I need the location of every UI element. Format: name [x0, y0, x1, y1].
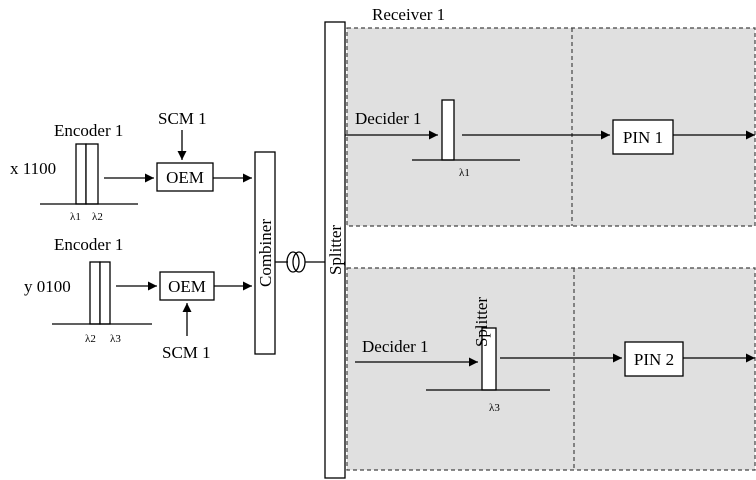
scm-bottom-label: SCM 1 — [162, 343, 211, 362]
decoder-2-splitter-label: Splitter — [472, 297, 491, 347]
encoder-2-lambda-a: λ2 — [85, 333, 96, 345]
encoder-1-grating-b — [85, 143, 99, 205]
receiver-1-panel — [346, 27, 756, 227]
decider-1-top-label: Decider 1 — [355, 109, 422, 128]
scm-top-label: SCM 1 — [158, 109, 207, 128]
combiner-box — [254, 151, 276, 355]
main-splitter-box — [324, 21, 346, 479]
input-x-label: x 1100 — [10, 159, 56, 178]
fiber-coil-1 — [286, 251, 300, 273]
input-y-label: y 0100 — [24, 277, 71, 296]
encoder-2-grating-a — [89, 261, 101, 325]
main-splitter-label: Splitter — [326, 225, 345, 275]
pin-2-label: PIN 2 — [634, 350, 674, 369]
encoder-2-grating-b — [99, 261, 111, 325]
oem-top-label: OEM — [166, 168, 204, 187]
pin-2-box — [624, 341, 684, 377]
encoder-1-lambda-a: λ1 — [70, 211, 81, 223]
oem-bottom-label: OEM — [168, 277, 206, 296]
encoder-1-label: Encoder 1 — [54, 121, 123, 140]
encoder-1-grating-a — [75, 143, 87, 205]
oem-bottom-box — [159, 271, 215, 301]
oem-top-box — [156, 162, 214, 192]
encoder-1-lambda-b: λ2 — [92, 211, 103, 223]
pin-1-box — [612, 119, 674, 155]
pin-1-label: PIN 1 — [623, 128, 663, 147]
decoder-1-grating — [441, 99, 455, 161]
decoder-2-lambda: λ3 — [489, 402, 500, 414]
encoder-2-lambda-b: λ3 — [110, 333, 121, 345]
receiver-2-panel — [346, 267, 756, 471]
decider-1-bottom-label: Decider 1 — [362, 337, 429, 356]
combiner-label: Combiner — [256, 219, 275, 287]
encoder-2-label: Encoder 1 — [54, 235, 123, 254]
receiver-1-label: Receiver 1 — [372, 5, 445, 24]
decoder-1-lambda: λ1 — [459, 167, 470, 179]
